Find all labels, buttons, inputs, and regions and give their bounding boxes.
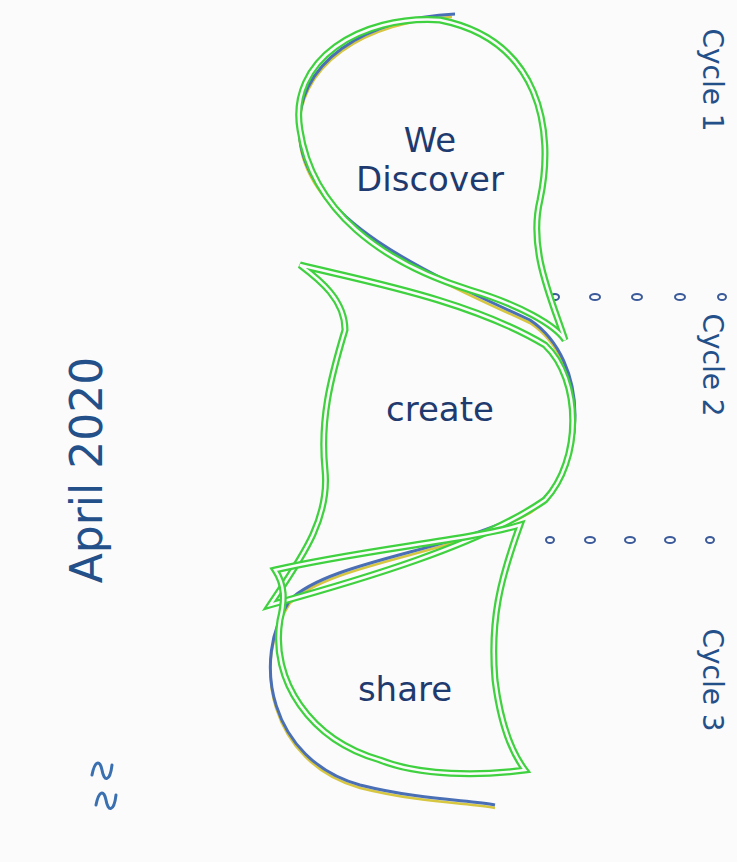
s-curve-yellow (270, 17, 575, 808)
lobe-outline-inner (275, 525, 525, 774)
cycle-label: Cycle 2 (696, 313, 729, 416)
create-lobe: create (262, 258, 587, 610)
lobe-text: share (358, 670, 452, 709)
s-curve-blue (270, 14, 575, 805)
share-lobe: share (262, 518, 532, 783)
lobe-outline-inner (270, 265, 573, 605)
lobe-text: create (386, 390, 494, 429)
squiggle-marks (92, 763, 116, 808)
lobe-outline-outer (299, 20, 565, 340)
dotted-divider (546, 537, 714, 543)
lobe-outline-inner (299, 20, 565, 340)
cycle-label: Cycle 1 (696, 28, 729, 131)
date-label: April 2020 (61, 357, 112, 584)
dotted-divider (551, 294, 726, 300)
lobe-outline-outer (270, 265, 573, 605)
lobe-text: We Discover (356, 121, 504, 199)
lobe-outline (262, 518, 532, 783)
lobe-outline-outer (275, 525, 525, 774)
lobe-outline (262, 258, 587, 610)
cycle-label: Cycle 3 (696, 628, 729, 731)
